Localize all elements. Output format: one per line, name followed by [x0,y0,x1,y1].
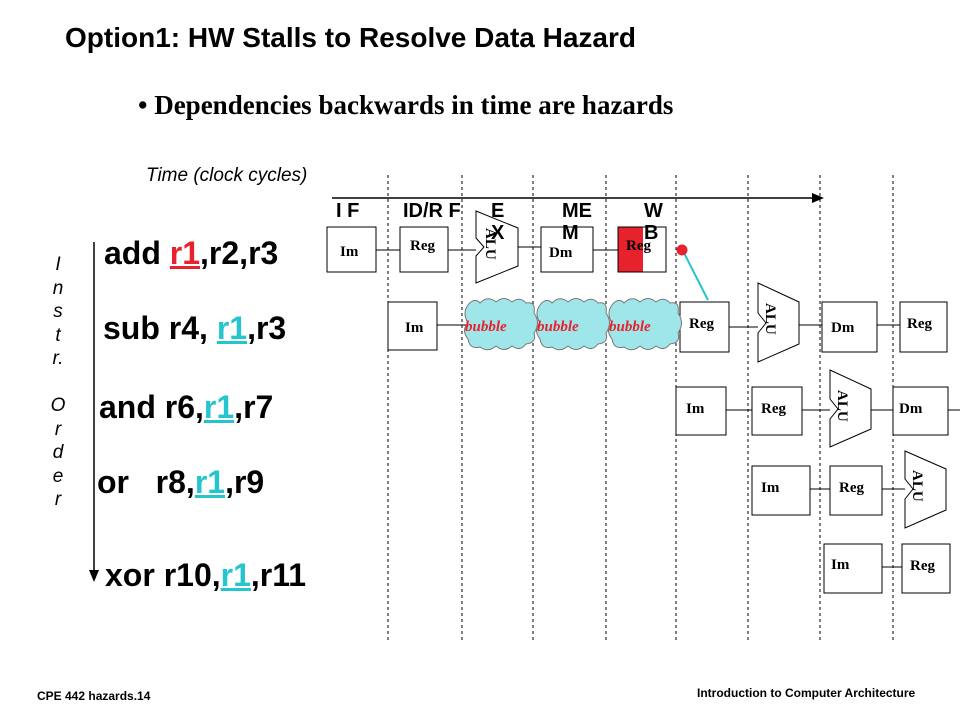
box-label-im: Im [831,557,850,573]
instruction-and: and r6,r1,r7 [99,389,274,425]
instr-order-letter [46,371,70,395]
box-label-reg: Reg [761,401,786,417]
dependent-register: r1 [203,389,235,425]
reg-box [751,386,803,436]
bubble-label: bubble [537,319,579,335]
box-label-reg: Reg [689,316,714,332]
box-label-alu: ALU [762,303,778,335]
pipeline-row-2 [387,282,948,363]
box-label-reg: Reg [907,316,932,332]
box-label-im: Im [405,320,424,336]
stage-label-ex: E X [491,200,505,244]
dependency-dot [676,244,688,256]
box-label-reg: Reg [410,238,435,254]
box-label-reg: Reg [839,480,864,496]
instr-order-letter: r [54,489,62,510]
slide-title: Option1: HW Stalls to Resolve Data Hazar… [65,22,636,53]
footer-subject: Introduction to Computer Architecture [697,686,916,700]
box-label-im: Im [761,480,780,496]
bullet-text: Dependencies backwards in time are hazar… [154,90,674,120]
box-label-dm: Dm [549,245,573,261]
instr-order-letter: r. [52,348,64,369]
bubble-label: bubble [465,319,507,335]
bubble-2 [536,298,610,351]
stall-bubbles [464,298,682,351]
instr-order-letter: t [55,324,61,346]
box-label-alu: ALU [834,390,850,422]
dependency-line [682,250,709,301]
bubble-3 [608,298,682,351]
instruction-xor: xor r10,r1,r11 [105,557,307,593]
dm-box [821,301,878,353]
stage-label-if: I F [336,200,360,222]
time-arrow-head [812,193,824,203]
im-box [387,301,438,351]
reg-box [901,543,951,594]
dependent-register: r1 [220,557,251,593]
im-box [751,465,811,516]
footer-course: CPE 442 hazards.14 [37,689,151,703]
hazard-register: r1 [169,235,201,271]
instr-order-letter: r [54,418,62,440]
dependent-register: r1 [194,464,226,500]
reg-box [899,301,948,353]
alu-shape [475,210,519,284]
stage-label-idrf: ID/R F [403,200,461,222]
box-label-reg: Reg [626,238,651,254]
dm-box [892,386,949,436]
alu-shape [829,369,872,448]
pipeline-row-4 [751,450,947,529]
stage-label-wb: W B [644,200,663,244]
bubble-label: bubble [609,319,651,335]
pipeline-row-3 [675,369,960,448]
instr-order-letter: I [55,254,61,275]
alu-shape [904,450,947,529]
im-box [823,543,883,594]
reg-box [829,465,883,516]
box-label-im: Im [340,244,359,260]
box-label-dm: Dm [831,320,855,336]
instruction-sub: sub r4, r1,r3 [103,310,287,346]
box-label-alu: ALU [909,470,925,502]
stage-label-mem: ME M [562,200,592,244]
reg-box [399,226,449,273]
dependent-register: r1 [216,310,248,346]
bullet-line: • Dependencies backwards in time are haz… [138,90,674,120]
instr-order-letter: e [52,465,64,487]
instr-order-letter: d [52,442,64,463]
instr-order-letter: O [50,395,66,416]
alu-shape [757,282,800,363]
order-arrow-head [89,570,99,582]
box-label-dm: Dm [899,401,923,417]
instruction-add: add r1,r2,r3 [104,235,279,271]
pipeline-row-1 [326,210,667,284]
box-label-alu: ALU [482,228,498,260]
dm-box [540,226,594,273]
pipeline-row-5 [823,543,951,594]
instr-order-letter: s [53,301,63,322]
reg-box [617,226,667,273]
box-label-im: Im [686,401,705,417]
reg-write-highlight [618,227,643,272]
instruction-or: or r8,r1,r9 [97,464,265,500]
box-label-reg: Reg [910,558,935,574]
time-axis-label: Time (clock cycles) [146,165,308,186]
bubble-1 [464,298,538,351]
im-box [675,386,727,436]
instr-order-letter: n [52,277,64,299]
